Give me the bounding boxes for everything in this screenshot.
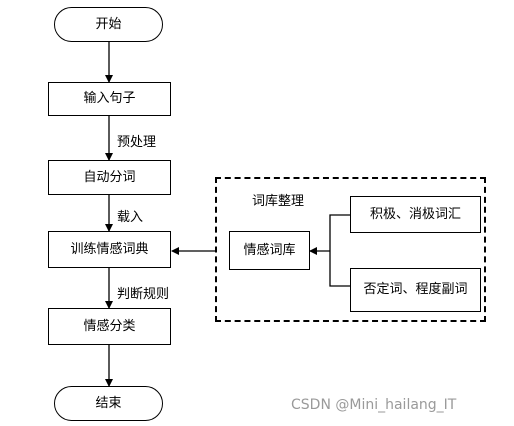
judge-rules-label: 判断规则	[117, 287, 170, 302]
preprocess-label: 预处理	[117, 135, 157, 150]
start-node: 开始	[54, 7, 163, 42]
train-dict-node: 训练情感词典	[48, 231, 171, 268]
negation-degree-words-node: 否定词、程度副词	[350, 268, 481, 312]
train-dict-label: 训练情感词典	[70, 241, 149, 257]
input-sentence-label: 输入句子	[83, 91, 136, 107]
positive-negative-words-node: 积极、消极词汇	[350, 196, 481, 233]
start-node-label: 开始	[95, 16, 122, 32]
lexicon-group-box	[215, 177, 486, 322]
classify-label: 情感分类	[83, 318, 136, 334]
sentiment-lexicon-label: 情感词库	[243, 242, 296, 258]
negation-degree-words-label: 否定词、程度副词	[363, 282, 468, 298]
classify-node: 情感分类	[48, 308, 171, 345]
end-node-label: 结束	[95, 395, 122, 411]
input-sentence-node: 输入句子	[48, 82, 171, 116]
load-label: 载入	[117, 210, 144, 225]
lexicon-group-title: 词库整理	[252, 194, 305, 209]
bracket-connector	[329, 214, 350, 287]
end-node: 结束	[54, 386, 163, 421]
watermark: CSDN @Mini_hailang_IT	[291, 397, 457, 413]
sentiment-lexicon-node: 情感词库	[229, 231, 310, 270]
auto-segment-node: 自动分词	[48, 160, 171, 195]
positive-negative-words-label: 积极、消极词汇	[369, 206, 461, 222]
auto-segment-label: 自动分词	[83, 169, 136, 185]
